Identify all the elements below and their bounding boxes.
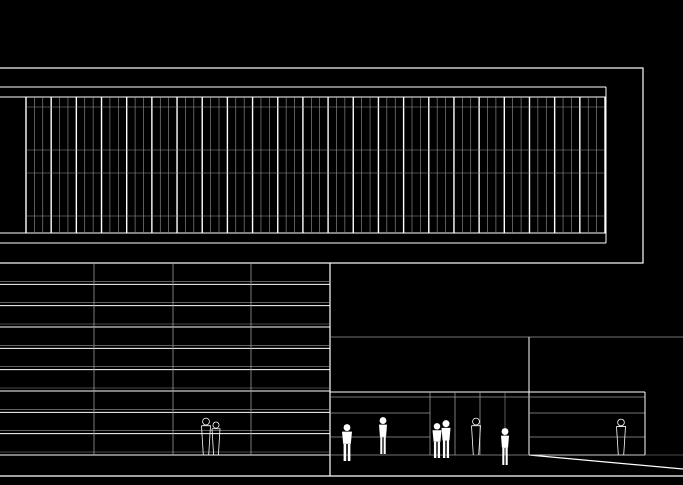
person-body: [471, 425, 481, 456]
person-leg: [383, 436, 386, 454]
person-body: [211, 428, 221, 456]
entrance-area: [330, 336, 683, 456]
person-leg: [343, 443, 347, 461]
person-leg: [502, 447, 505, 465]
person-leg: [505, 447, 508, 465]
ground: [0, 454, 683, 477]
lower-left-block: [0, 262, 331, 476]
person-leg: [442, 440, 446, 458]
louver-screen: [25, 97, 606, 233]
person-torso: [441, 427, 451, 441]
person-body: [616, 426, 626, 456]
person-leg: [380, 436, 383, 454]
person-head: [433, 423, 441, 430]
person-head: [212, 421, 220, 429]
person-outline: [201, 417, 211, 456]
upper-volume: [0, 67, 644, 264]
person-leg: [433, 441, 437, 458]
person-head: [202, 417, 210, 426]
person-head: [617, 418, 625, 427]
person-head: [442, 420, 450, 428]
floor-lines: [0, 262, 330, 456]
person-torso: [379, 424, 387, 437]
person-head: [379, 417, 387, 424]
people-silhouettes: [201, 417, 626, 465]
person-silhouette: [432, 423, 442, 458]
person-outline: [616, 418, 626, 456]
person-head: [472, 417, 480, 426]
person-head: [343, 424, 351, 431]
person-silhouette: [379, 417, 387, 454]
person-torso: [342, 431, 352, 444]
person-outline: [211, 421, 221, 456]
person-torso: [501, 435, 509, 448]
person-body: [201, 425, 211, 456]
person-head: [501, 428, 509, 435]
person-silhouette: [342, 424, 352, 461]
ramp-line: [528, 454, 683, 470]
person-leg: [437, 441, 441, 458]
person-leg: [446, 440, 450, 458]
person-silhouette: [501, 428, 509, 465]
person-leg: [347, 443, 351, 461]
person-silhouette: [441, 420, 451, 458]
bay-lines: [93, 263, 252, 455]
person-torso: [432, 430, 442, 442]
person-outline: [471, 417, 481, 456]
